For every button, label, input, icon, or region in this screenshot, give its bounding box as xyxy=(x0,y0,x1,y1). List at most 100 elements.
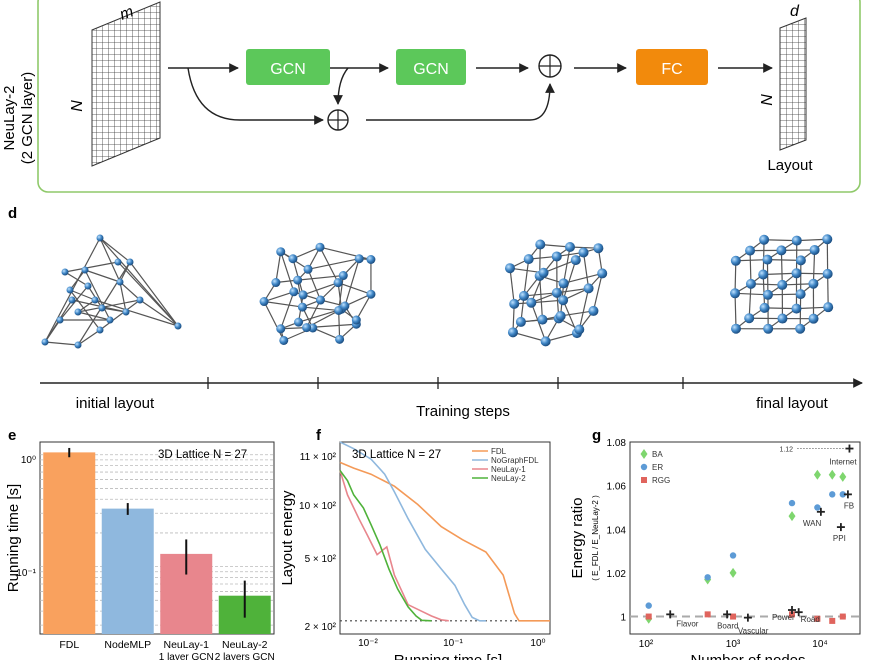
network-node xyxy=(136,296,144,304)
network-node xyxy=(731,323,742,334)
point-rgg xyxy=(789,611,796,618)
network-edge xyxy=(582,252,590,289)
sum-node-1 xyxy=(327,109,349,131)
legend-label: RGG xyxy=(652,476,670,485)
point-rgg xyxy=(839,613,846,620)
network-node xyxy=(335,334,345,344)
panel-e-bars xyxy=(43,447,271,634)
network-node xyxy=(558,278,569,289)
panel-e: e 3D Lattice N = 27 Running time [s] 10⁰… xyxy=(5,427,275,660)
outlier-label: 1.12 xyxy=(779,447,793,454)
network-edge xyxy=(562,259,577,301)
point-real-networks xyxy=(794,608,803,617)
network-edge xyxy=(735,292,768,296)
network-edge xyxy=(263,300,303,308)
panel-d-letter: d xyxy=(8,205,17,222)
network-edge xyxy=(762,274,766,308)
network-edge xyxy=(119,281,127,313)
network-node xyxy=(523,254,534,265)
panel-g-legend: BA ER RGG xyxy=(640,449,670,485)
network-edge xyxy=(355,293,372,321)
gcn2-block xyxy=(396,49,466,85)
point-real-networks xyxy=(843,490,852,499)
network-node xyxy=(98,304,106,312)
network-node xyxy=(303,264,313,274)
panel-f-ytick-1: 10 × 10² xyxy=(299,501,337,512)
network-node xyxy=(593,243,604,254)
network-node xyxy=(84,282,92,290)
network-node xyxy=(535,239,546,250)
network-node xyxy=(791,235,802,246)
network-node xyxy=(96,234,104,242)
point-real-networks xyxy=(816,507,825,516)
network-node xyxy=(795,323,806,334)
network-node xyxy=(366,289,376,299)
network-node xyxy=(315,242,325,252)
network-edge xyxy=(84,269,111,321)
point-rgg xyxy=(730,613,737,620)
network-node xyxy=(41,338,49,346)
network-node xyxy=(791,303,802,314)
network-edge xyxy=(129,261,179,327)
network-edge xyxy=(748,283,752,319)
network-edge xyxy=(543,259,576,274)
point-er xyxy=(645,602,652,609)
network-node xyxy=(74,308,82,316)
matrix-side-label: N xyxy=(69,100,86,112)
network-edge xyxy=(592,273,603,312)
network-node xyxy=(354,254,364,264)
network-edge xyxy=(563,246,571,284)
network-edge xyxy=(119,281,141,301)
point-rgg xyxy=(829,617,836,624)
legend-label: NeuLay-1 xyxy=(491,465,526,474)
network-node xyxy=(822,234,833,245)
network-edge xyxy=(796,272,828,275)
panel-g-xlabel: Number of nodes xyxy=(690,652,805,660)
legend-label: ER xyxy=(652,463,663,472)
network-node xyxy=(597,268,608,279)
fc-block xyxy=(636,49,708,85)
panel-f-xtick-2: 10⁰ xyxy=(530,638,545,649)
legend-marker xyxy=(641,477,647,483)
network-node xyxy=(776,245,787,256)
network-node xyxy=(338,271,348,281)
network-node xyxy=(504,263,515,274)
network-node xyxy=(762,254,773,265)
series-line-nographfdl xyxy=(339,441,486,622)
network-edge xyxy=(782,283,814,286)
network-node xyxy=(758,269,769,280)
network-edge xyxy=(319,246,339,283)
network-node xyxy=(294,317,304,327)
network-node xyxy=(288,254,298,264)
legend-label: FDL xyxy=(491,447,507,456)
gcn2-label: GCN xyxy=(413,61,449,78)
network-edge xyxy=(523,259,530,297)
network-edge xyxy=(734,260,737,294)
panel-g-frame xyxy=(629,441,861,635)
legend-label: BA xyxy=(652,450,663,459)
network-node xyxy=(302,323,312,333)
network-edge xyxy=(99,237,121,283)
panel-e-ylabel: Running time [s] xyxy=(5,484,22,592)
network-node xyxy=(762,289,773,300)
point-real-networks xyxy=(845,444,854,453)
network-edge xyxy=(69,289,101,331)
point-real-networks xyxy=(743,613,752,622)
network-edge xyxy=(59,285,89,321)
ytick-label: 1.04 xyxy=(607,525,627,536)
network-edge xyxy=(306,299,321,328)
network-edge xyxy=(99,237,131,263)
network-node xyxy=(574,324,585,335)
point-rgg xyxy=(814,615,821,622)
network-edge xyxy=(560,310,594,317)
point-er xyxy=(729,552,737,559)
network-edge xyxy=(44,341,79,346)
output-matrix xyxy=(779,17,807,151)
panel-g-xtick-0: 10² xyxy=(639,639,654,650)
arrow-gcn1-sum xyxy=(333,67,349,105)
network-final xyxy=(730,234,834,334)
network-node xyxy=(114,258,122,266)
training-ticks xyxy=(207,377,684,389)
point-er xyxy=(788,499,796,507)
